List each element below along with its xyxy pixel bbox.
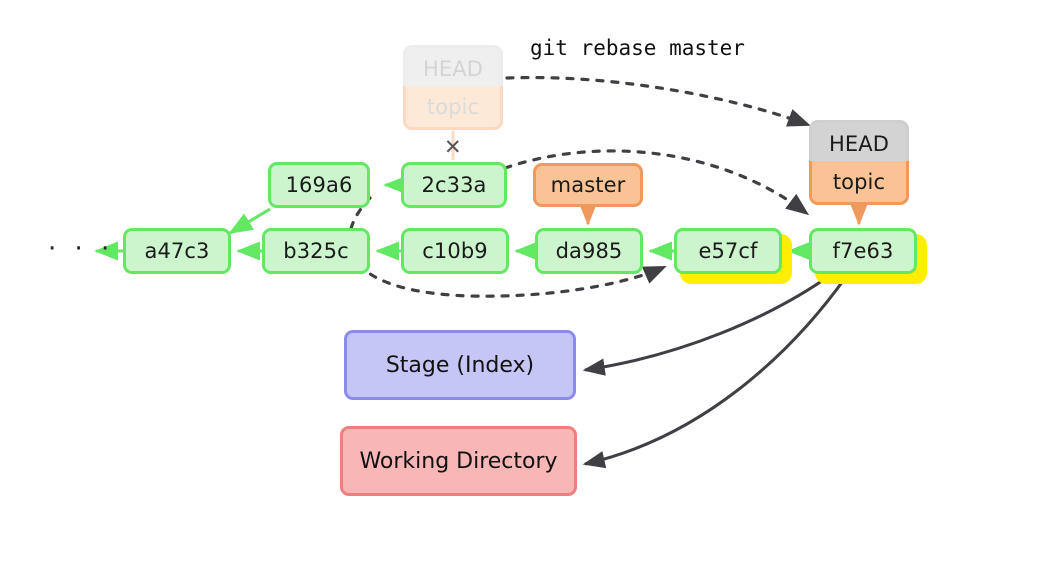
working-directory-box[interactable]: Working Directory — [340, 426, 577, 496]
checkout-curves — [582, 272, 850, 469]
arrow-to-working-directory — [582, 273, 850, 469]
commit-node-e57cf[interactable]: e57cf — [674, 228, 782, 274]
stage-index-box[interactable]: Stage (Index) — [344, 330, 576, 400]
ref-label-topic-current[interactable]: topic — [809, 161, 909, 205]
commit-node-a47c3[interactable]: a47c3 — [123, 228, 231, 274]
ref-label-master[interactable]: master — [533, 163, 643, 207]
ref-label-topic-ghost: topic — [403, 86, 503, 130]
head-label-ghost: HEAD — [403, 45, 503, 89]
rebase-head-path — [505, 75, 811, 127]
history-ellipsis: · · · — [48, 234, 115, 264]
commit-node-f7e63[interactable]: f7e63 — [809, 228, 917, 274]
ref-pointer-arrows — [578, 201, 869, 226]
head-label-current[interactable]: HEAD — [809, 120, 909, 164]
arrow-to-stage — [582, 272, 833, 376]
commit-node-da985[interactable]: da985 — [535, 228, 643, 274]
commit-node-2c33a[interactable]: 2c33a — [401, 162, 507, 208]
command-label: git rebase master — [530, 36, 745, 60]
cross-out-icon: ✕ — [444, 135, 462, 159]
commit-node-b325c[interactable]: b325c — [262, 228, 370, 274]
commit-node-169a6[interactable]: 169a6 — [268, 162, 370, 208]
commit-node-c10b9[interactable]: c10b9 — [401, 228, 509, 274]
